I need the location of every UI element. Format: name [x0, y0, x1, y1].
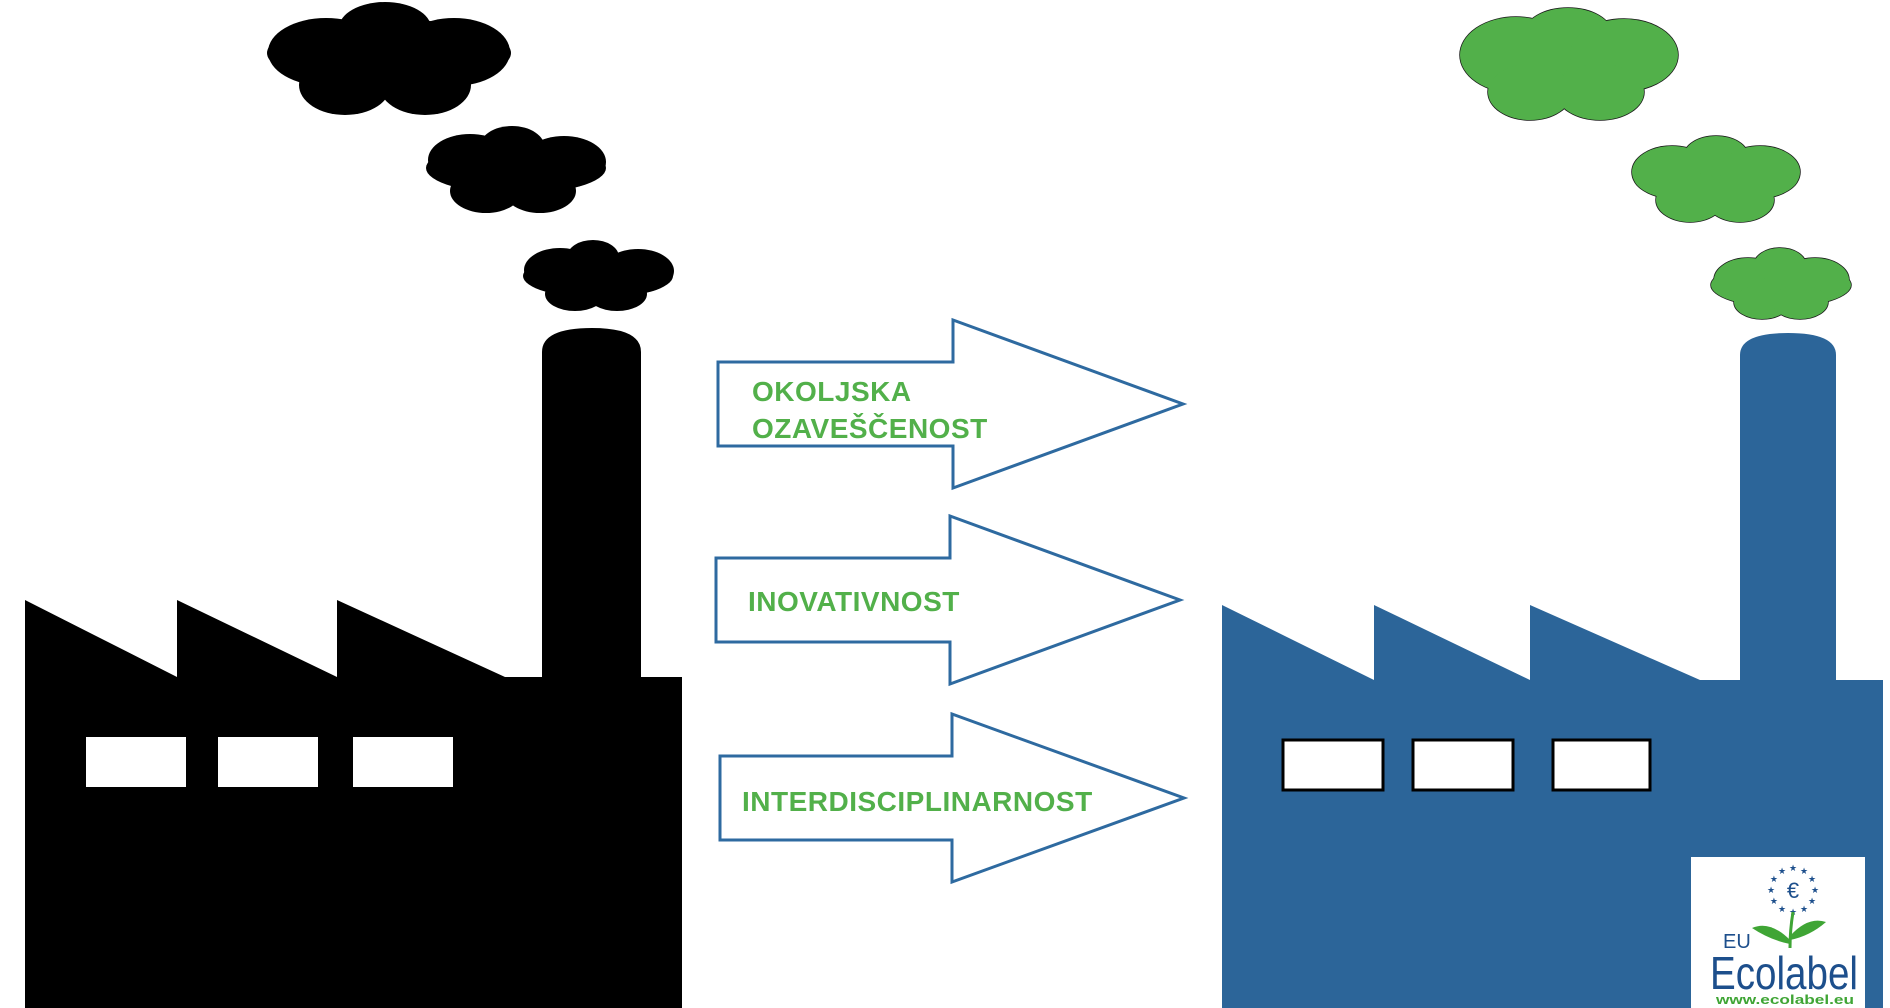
eu-star-icon: ★ — [1778, 904, 1786, 914]
arrow-innovation: INOVATIVNOST — [714, 513, 1185, 687]
arrow-environmental-awareness: OKOLJSKA OZAVEŠČENOST — [716, 317, 1188, 491]
flower-leaf-left-icon — [1752, 925, 1790, 944]
clean-cloud-medium — [1631, 135, 1801, 223]
arrow-label-3: INTERDISCIPLINARNOST — [742, 786, 1093, 817]
dirty-factory-window-1 — [86, 737, 186, 787]
ecolabel-eu-text: EU — [1723, 931, 1751, 953]
eu-flower-icon: ★★★★★★★★★★★★ € — [1752, 863, 1826, 949]
arrow-interdisciplinarity: INTERDISCIPLINARNOST — [718, 711, 1189, 885]
dirty-factory-body — [25, 328, 682, 1008]
clean-factory-window-3 — [1551, 738, 1652, 792]
arrow-label-1-line-2: OZAVEŠČENOST — [752, 412, 988, 444]
eu-star-icon: ★ — [1811, 885, 1819, 895]
clean-cloud-large — [1459, 7, 1679, 121]
dirty-factory-window-2 — [218, 737, 318, 787]
eu-ecolabel-badge: ★★★★★★★★★★★★ € EU Ecolabel www.ecolabel.… — [1691, 857, 1865, 1008]
eu-star-icon: ★ — [1770, 874, 1778, 884]
ecolabel-url: www.ecolabel.eu — [1715, 992, 1854, 1007]
arrow-shape-3 — [718, 711, 1189, 885]
eu-star-icon: ★ — [1800, 904, 1808, 914]
arrow-label-1-line-1: OKOLJSKA — [752, 376, 912, 407]
clean-factory-window-2 — [1411, 738, 1515, 792]
arrow-shape-1 — [716, 317, 1188, 491]
clean-cloud-small — [1710, 247, 1852, 320]
eu-star-icon: ★ — [1808, 896, 1816, 906]
arrow-shape-2 — [714, 513, 1185, 687]
clean-factory — [1222, 333, 1883, 1008]
dirty-factory — [25, 328, 682, 1008]
dirty-cloud-large — [267, 2, 511, 115]
eu-star-icon: ★ — [1789, 863, 1797, 873]
eu-star-icon: ★ — [1778, 866, 1786, 876]
flower-leaf-right-icon — [1790, 920, 1826, 940]
eu-star-icon: ★ — [1767, 885, 1775, 895]
dirty-factory-window-3 — [353, 737, 453, 787]
euro-sign-icon: € — [1787, 878, 1799, 903]
eu-star-icon: ★ — [1808, 874, 1816, 884]
flower-stem-icon — [1788, 911, 1795, 949]
dirty-smoke — [267, 2, 674, 311]
eu-star-icon: ★ — [1770, 896, 1778, 906]
clean-factory-window-1 — [1281, 738, 1385, 792]
dirty-cloud-medium — [426, 126, 606, 213]
clean-factory-body — [1222, 333, 1883, 1008]
clean-smoke — [1459, 7, 1852, 320]
arrow-label-2: INOVATIVNOST — [748, 586, 960, 617]
dirty-cloud-small — [523, 240, 674, 311]
arrows: OKOLJSKA OZAVEŠČENOST INOVATIVNOST INTER… — [714, 317, 1189, 885]
ecolabel-word: Ecolabel — [1710, 947, 1858, 999]
eu-star-icon: ★ — [1800, 866, 1808, 876]
